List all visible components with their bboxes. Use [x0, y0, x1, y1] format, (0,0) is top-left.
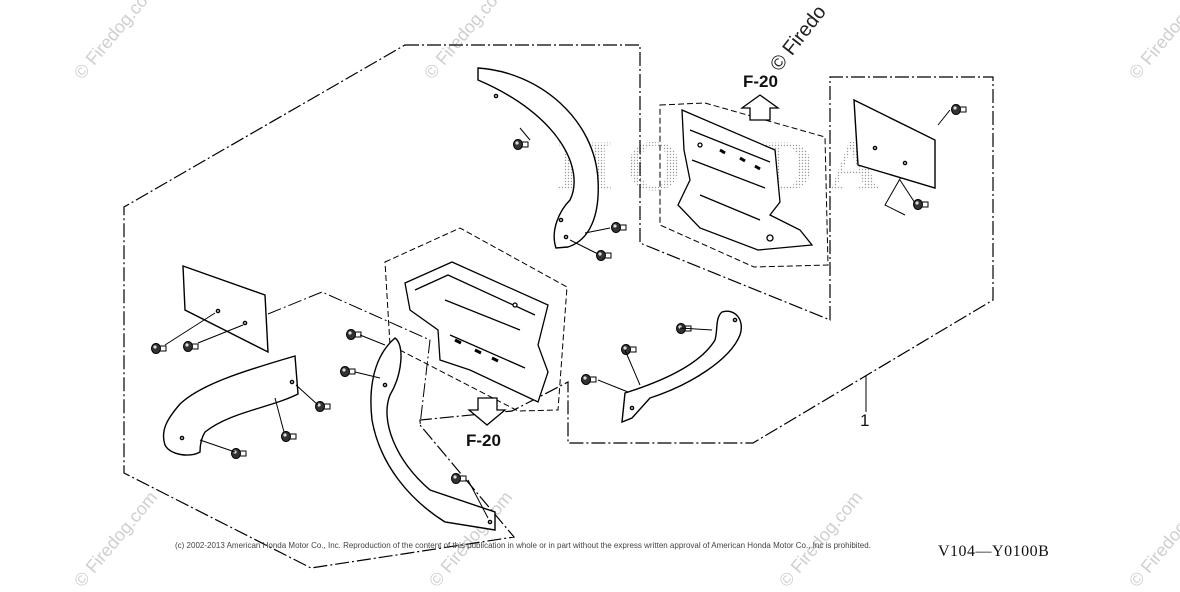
center-bracket [404, 261, 549, 403]
center-curved-panel [370, 337, 496, 531]
right-curved-panel [621, 310, 742, 424]
top-bracket-box [659, 102, 829, 268]
figure-code: V104—Y0100B [938, 543, 1050, 560]
part-number-label: 1 [860, 411, 870, 430]
down-arrow-icon [467, 397, 507, 426]
top-bracket [677, 108, 814, 251]
leader-lines [164, 109, 951, 519]
left-flat-panel [182, 264, 269, 354]
right-group-bracket [884, 169, 906, 216]
center-bracket-box [384, 227, 568, 412]
left-curved-panel [162, 355, 299, 456]
ref-label-top: F-20 [743, 72, 778, 91]
right-flat-panel [853, 98, 936, 189]
copyright-notice: (c) 2002-2013 American Honda Motor Co., … [175, 541, 871, 550]
assembly-outline [123, 44, 994, 569]
ref-label-bottom: F-20 [466, 431, 501, 450]
left-group-outline [267, 291, 431, 426]
top-curved-panel [477, 67, 599, 249]
up-arrow-icon [739, 94, 781, 121]
